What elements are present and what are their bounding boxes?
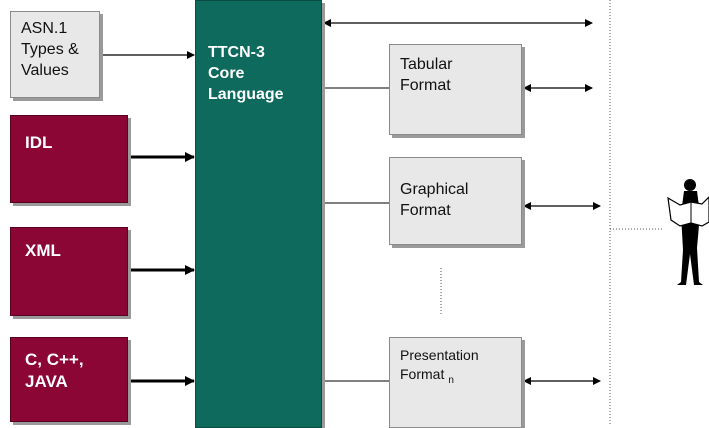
xml-label: XML: [25, 241, 61, 260]
person-reading-icon: [667, 179, 709, 285]
idl-input-box: IDL: [10, 115, 128, 203]
presentation-subscript: n: [448, 374, 454, 386]
graphical-label: Graphical Format: [400, 181, 469, 219]
graphical-format-box: Graphical Format: [389, 157, 522, 245]
asn1-input-box: ASN.1 Types & Values: [10, 11, 100, 98]
tabular-format-box: Tabular Format: [389, 44, 522, 135]
c-java-label: C, C++, JAVA: [25, 350, 84, 391]
idl-label: IDL: [25, 133, 53, 152]
c-java-input-box: C, C++, JAVA: [10, 337, 128, 422]
ttcn3-core-language-box: TTCN-3 Core Language: [195, 0, 322, 428]
core-label: TTCN-3 Core Language: [208, 44, 284, 103]
xml-input-box: XML: [10, 227, 128, 316]
tabular-label: Tabular Format: [400, 56, 453, 94]
asn1-label: ASN.1 Types & Values: [21, 20, 79, 79]
presentation-label: Presentation Format: [400, 347, 479, 382]
